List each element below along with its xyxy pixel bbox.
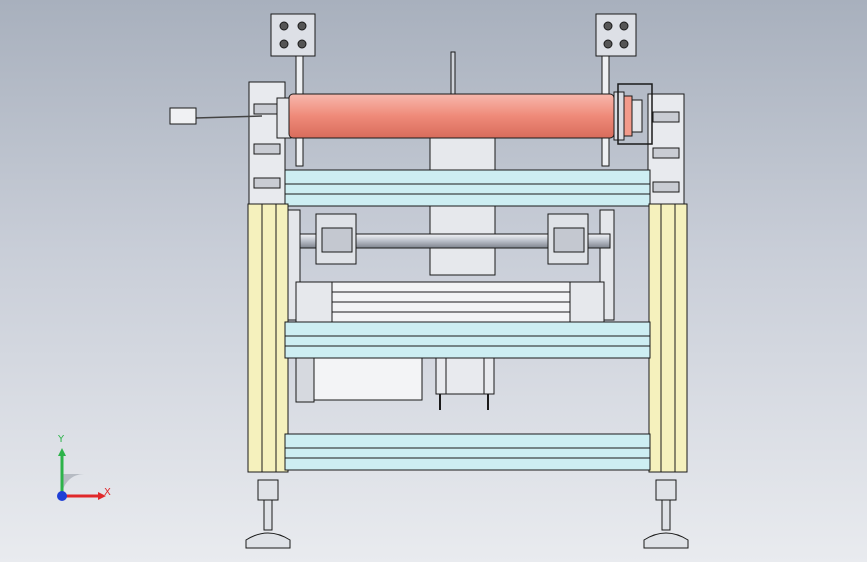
left-bearing-block xyxy=(315,213,357,265)
right-bearing-block xyxy=(547,213,589,265)
linear-slide xyxy=(295,281,605,323)
gearbox xyxy=(435,357,495,410)
axis-triad-graphic xyxy=(57,448,106,501)
connector-cable xyxy=(194,115,263,119)
roller xyxy=(288,93,615,139)
left-column xyxy=(247,203,289,473)
upper-rail xyxy=(284,169,651,207)
x-axis-label: X xyxy=(104,487,111,498)
servo-motor xyxy=(295,357,423,403)
right-column xyxy=(648,203,688,473)
roller-end-cap-right xyxy=(613,83,653,145)
bottom-rail xyxy=(284,433,651,471)
drive-shaft xyxy=(299,233,611,249)
right-upper-profile xyxy=(647,93,685,205)
middle-rail xyxy=(284,321,651,359)
cable-connector xyxy=(169,107,197,125)
y-axis-label: Y xyxy=(58,434,65,445)
right-mount-bracket xyxy=(595,13,637,167)
left-leveling-foot xyxy=(245,479,291,549)
left-upper-profile xyxy=(248,81,286,205)
right-leveling-foot xyxy=(643,479,689,549)
coordinate-triad: X Y xyxy=(48,434,118,510)
